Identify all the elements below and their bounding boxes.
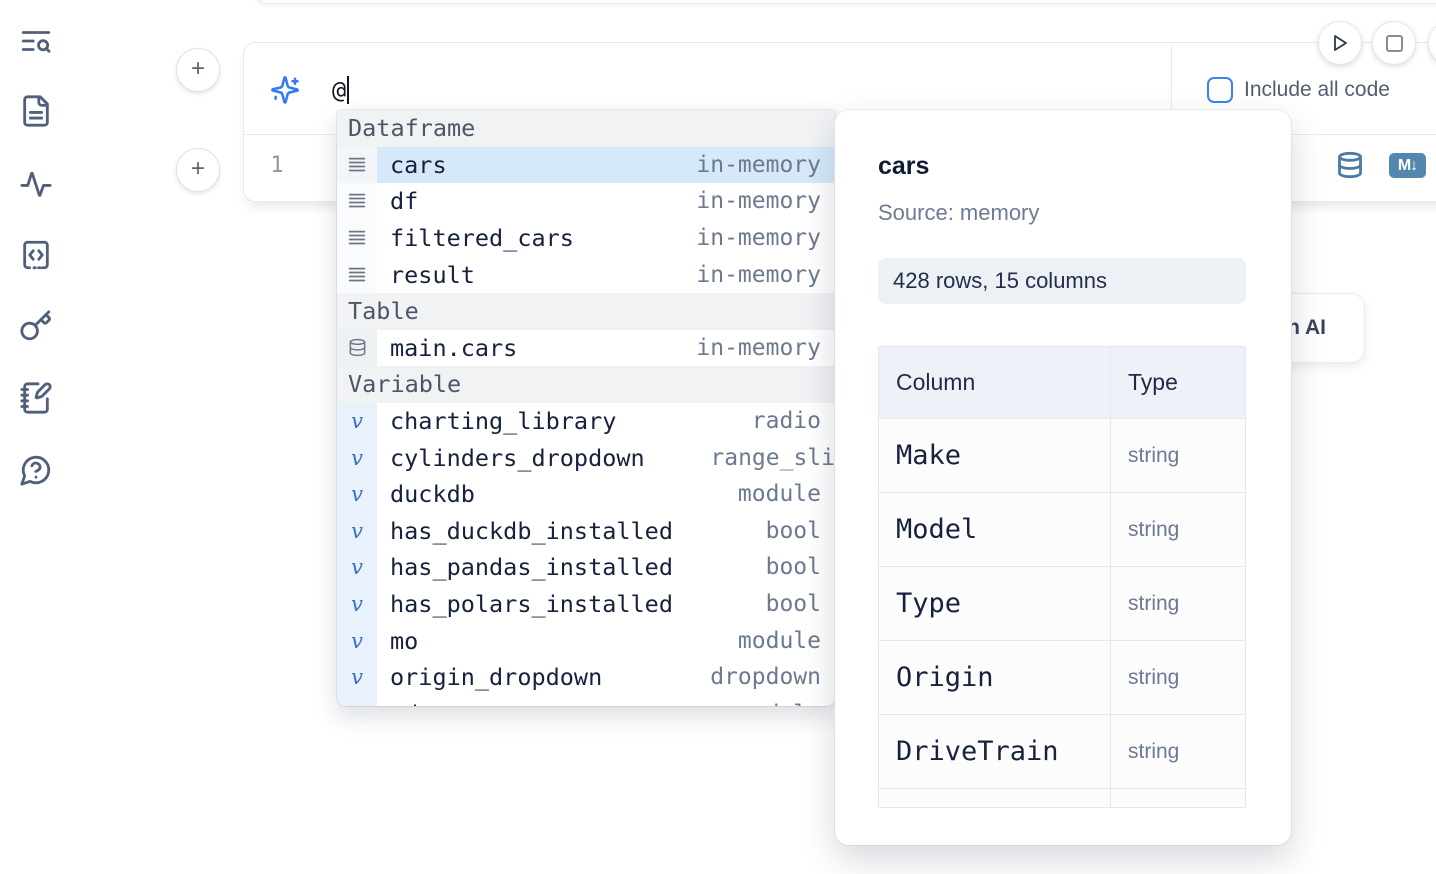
markdown-icon[interactable]: M↓ <box>1389 153 1426 178</box>
shape-badge: 428 rows, 15 columns <box>878 258 1246 304</box>
autocomplete-item-mo[interactable]: v mo module <box>337 622 835 659</box>
variable-icon: v <box>351 592 363 617</box>
schema-row-model: Model string <box>879 493 1245 567</box>
schema-row-partial <box>879 789 1245 807</box>
variable-icon: v <box>351 628 363 653</box>
ai-prompt-input[interactable]: @ <box>332 73 932 107</box>
dataframe-preview-panel: cars Source: memory 428 rows, 15 columns… <box>835 110 1291 845</box>
dataframe-icon <box>337 219 377 257</box>
section-header-table: Table <box>337 292 835 330</box>
include-all-code-checkbox[interactable] <box>1207 77 1233 103</box>
variable-icon: v <box>351 702 363 706</box>
add-cell-below-button[interactable]: + <box>176 148 220 192</box>
file-text-icon[interactable] <box>19 94 53 128</box>
database-icon[interactable] <box>1336 149 1364 181</box>
autocomplete-item-charting-library[interactable]: v charting_library radio <box>337 402 835 440</box>
autocomplete-item-cylinders-dropdown[interactable]: v cylinders_dropdown range_sli <box>337 439 835 476</box>
section-header-dataframe: Dataframe <box>337 110 835 147</box>
include-all-code-label: Include all code <box>1244 78 1390 101</box>
previous-cell-edge <box>255 0 1436 4</box>
sparkles-icon <box>270 75 300 105</box>
autocomplete-item-has-polars-installed[interactable]: v has_polars_installed bool <box>337 585 835 623</box>
autocomplete-item-origin-dropdown[interactable]: v origin_dropdown dropdown <box>337 658 835 696</box>
schema-row-make: Make string <box>879 419 1245 493</box>
schema-row-drivetrain: DriveTrain string <box>879 715 1245 789</box>
variable-icon: v <box>351 665 363 690</box>
variable-icon: v <box>351 518 363 543</box>
variable-icon: v <box>351 482 363 507</box>
variable-icon: v <box>351 409 363 434</box>
schema-row-origin: Origin string <box>879 641 1245 715</box>
notebook-pen-icon[interactable] <box>19 381 53 415</box>
type-header: Type <box>1128 369 1178 395</box>
autocomplete-item-result[interactable]: result in-memory <box>337 256 835 293</box>
autocomplete-item-has-pandas-installed[interactable]: v has_pandas_installed bool <box>337 549 835 586</box>
run-cell-button[interactable] <box>1318 21 1362 65</box>
section-header-variable: Variable <box>337 366 835 403</box>
ai-prompt-row: @ Include all code <box>244 43 1436 134</box>
autocomplete-item-filtered-cars[interactable]: filtered_cars in-memory <box>337 219 835 257</box>
table-icon <box>337 329 377 367</box>
variable-icon: v <box>351 555 363 580</box>
schema-header-row: Column Type <box>879 347 1245 419</box>
key-icon[interactable] <box>19 309 53 343</box>
stop-button[interactable] <box>1372 21 1416 65</box>
autocomplete-item-main-cars[interactable]: main.cars in-memory <box>337 329 835 367</box>
autocomplete-dropdown: Dataframe cars in-memory df in-memory fi… <box>337 110 835 706</box>
code-snippet-icon[interactable] <box>19 238 53 272</box>
schema-row-type: Type string <box>879 567 1245 641</box>
add-cell-above-button[interactable]: + <box>176 48 220 92</box>
code-editor-row[interactable]: 1 M↓ <box>244 135 1436 202</box>
line-number: 1 <box>270 153 284 178</box>
autocomplete-item-cars[interactable]: cars in-memory <box>337 146 835 184</box>
autocomplete-item-duckdb[interactable]: v duckdb module <box>337 475 835 513</box>
cell-divider-vertical <box>1171 44 1172 133</box>
dataframe-icon <box>337 256 377 293</box>
ai-prompt-value: @ <box>332 76 347 104</box>
schema-table: Column Type Make string Model string Typ… <box>878 346 1246 808</box>
autocomplete-item-has-duckdb-installed[interactable]: v has_duckdb_installed bool <box>337 512 835 550</box>
help-chat-icon[interactable] <box>19 453 53 487</box>
sidebar <box>0 0 72 874</box>
dataframe-icon <box>337 183 377 220</box>
column-header: Column <box>879 347 1111 418</box>
preview-title: cars <box>878 152 930 180</box>
dataframe-icon <box>337 146 377 184</box>
autocomplete-item-df[interactable]: df in-memory <box>337 183 835 220</box>
text-cursor <box>347 76 350 104</box>
text-search-icon[interactable] <box>19 24 53 58</box>
activity-icon[interactable] <box>19 167 53 201</box>
autocomplete-item-pd[interactable]: v pd module <box>337 695 835 706</box>
preview-source: Source: memory <box>878 200 1040 225</box>
stop-icon <box>1385 34 1403 52</box>
play-icon <box>1334 35 1347 51</box>
variable-icon: v <box>351 445 363 470</box>
